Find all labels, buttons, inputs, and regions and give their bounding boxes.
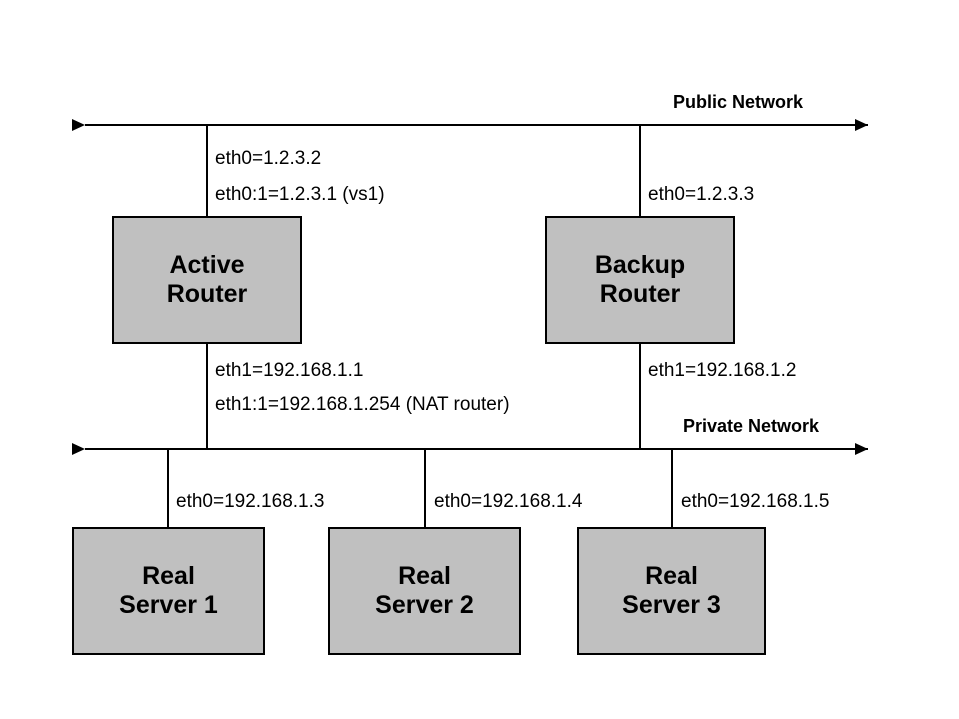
- node-backup-router-line1: Backup: [594, 251, 686, 279]
- node-real-server-2[interactable]: Real Server 2: [328, 527, 521, 655]
- node-backup-router-line2: Router: [599, 280, 681, 308]
- iface-real-server-1: eth0=192.168.1.3: [176, 491, 325, 512]
- node-real-server-3[interactable]: Real Server 3: [577, 527, 766, 655]
- private-network-label: Private Network: [683, 416, 820, 436]
- node-active-router[interactable]: Active Router: [112, 216, 302, 344]
- iface-active-public-primary: eth0=1.2.3.2: [215, 148, 322, 169]
- iface-backup-private-primary: eth1=192.168.1.2: [648, 360, 797, 381]
- iface-backup-public-primary: eth0=1.2.3.3: [648, 184, 755, 205]
- node-real-server-2-line1: Real: [398, 562, 451, 590]
- node-backup-router[interactable]: Backup Router: [545, 216, 735, 344]
- iface-active-public-alias: eth0:1=1.2.3.1 (vs1): [215, 184, 385, 205]
- iface-active-private-alias: eth1:1=192.168.1.254 (NAT router): [215, 394, 510, 415]
- node-real-server-1-line2: Server 1: [119, 591, 218, 619]
- node-real-server-2-line2: Server 2: [375, 591, 474, 619]
- node-real-server-1[interactable]: Real Server 1: [72, 527, 265, 655]
- node-real-server-3-line2: Server 3: [622, 591, 721, 619]
- node-active-router-line2: Router: [166, 280, 248, 308]
- iface-active-private-primary: eth1=192.168.1.1: [215, 360, 364, 381]
- node-real-server-1-line1: Real: [142, 562, 195, 590]
- node-active-router-line1: Active: [169, 251, 245, 279]
- iface-real-server-3: eth0=192.168.1.5: [681, 491, 830, 512]
- iface-real-server-2: eth0=192.168.1.4: [434, 491, 583, 512]
- public-network-label: Public Network: [673, 92, 804, 112]
- node-real-server-3-line1: Real: [645, 562, 698, 590]
